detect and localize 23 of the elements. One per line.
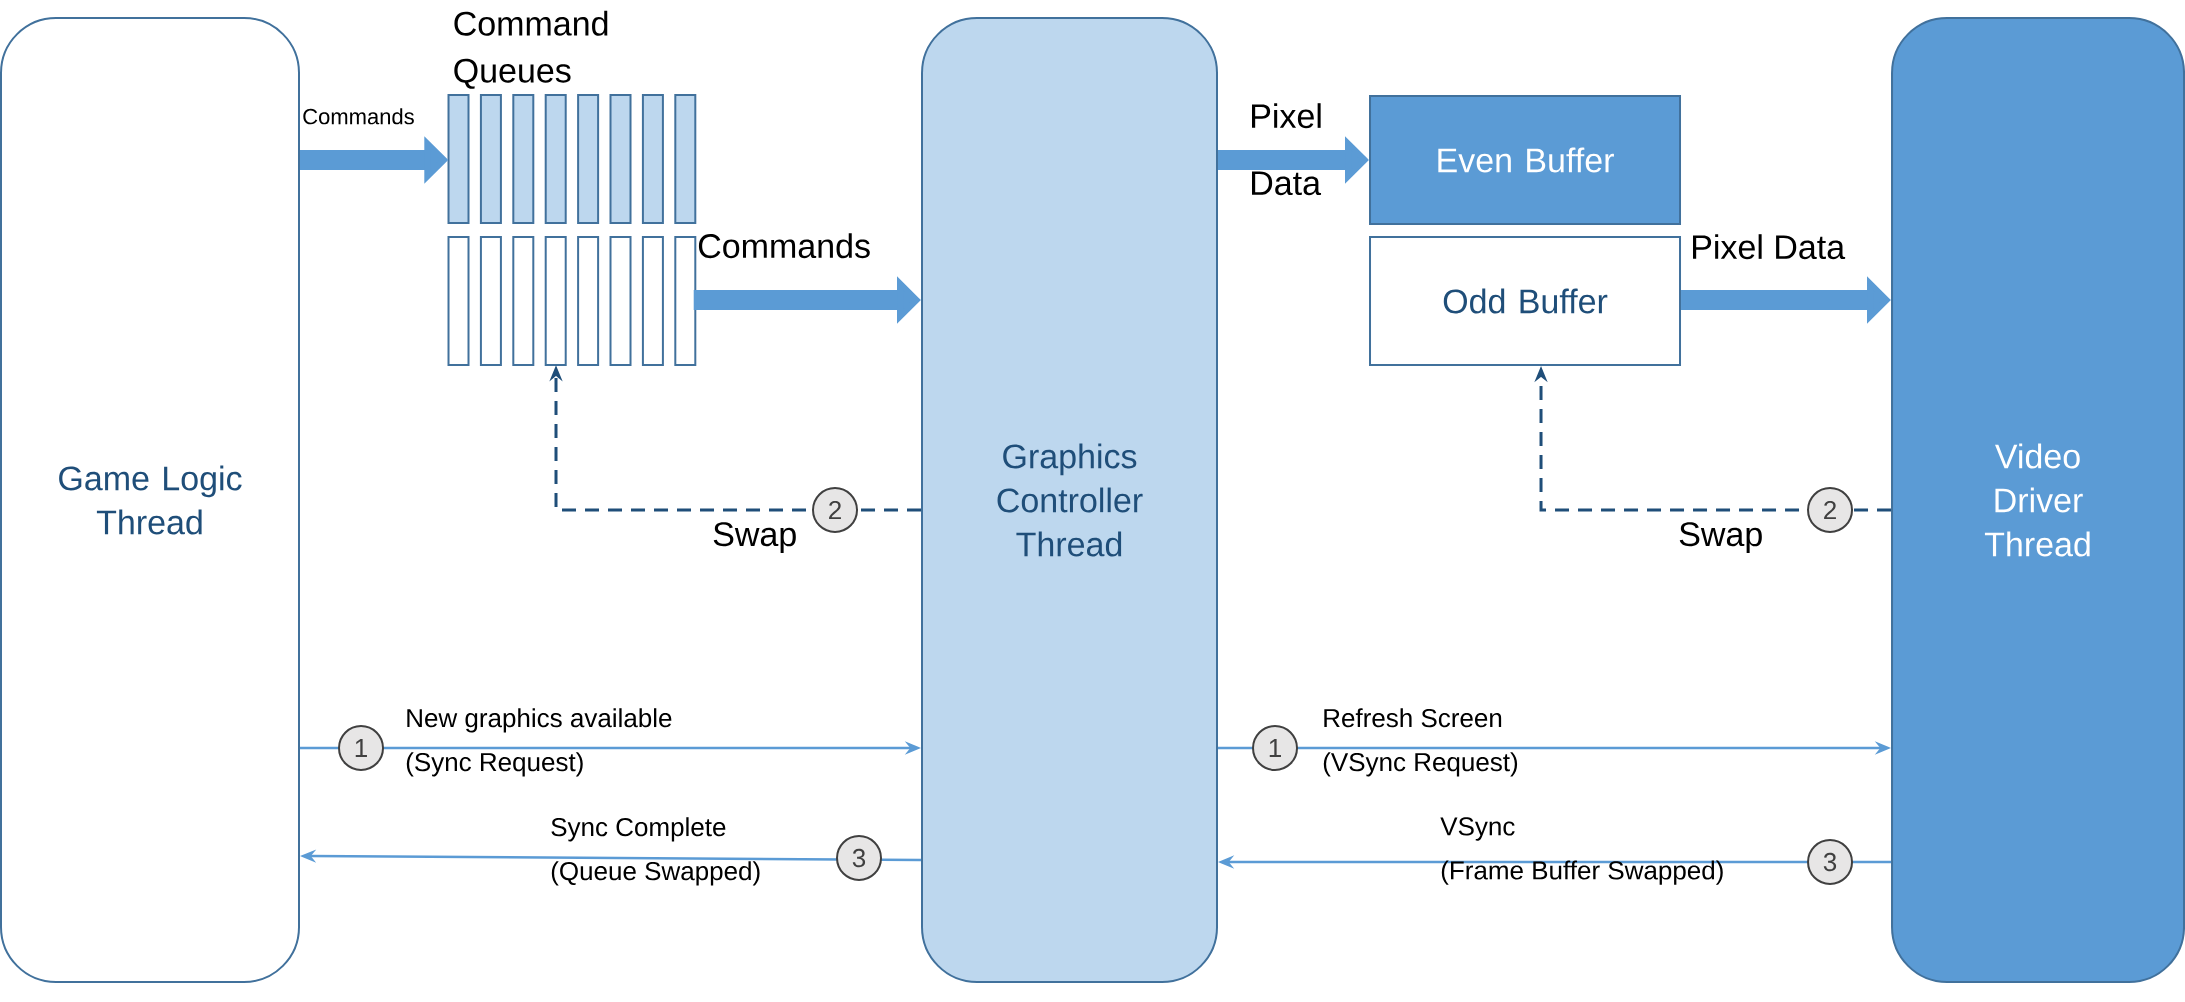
edge-label: Pixel Data (1252, 103, 1322, 196)
step-number: 1 (1252, 725, 1298, 771)
edge-label: Commands (303, 108, 414, 125)
step-number: 2 (812, 487, 858, 533)
edge-label: Swap (713, 522, 796, 553)
step-number: 3 (836, 835, 882, 881)
edge-label: VSync (Frame Buffer Swapped) (1440, 817, 1723, 885)
edge-label: New graphics available (Sync Request) (406, 708, 672, 777)
buffer-box: Even Buffer (1369, 95, 1681, 225)
edge-label: Pixel Data (1693, 234, 1846, 260)
edge-label: Commands (698, 233, 870, 259)
step-number: 1 (338, 725, 384, 771)
thread-box: Graphics Controller Thread (921, 17, 1218, 983)
thread-box: Game Logic Thread (0, 17, 300, 983)
edge-label: Swap (1679, 522, 1762, 553)
step-number: 2 (1807, 487, 1853, 533)
queue-slots-drawing (447, 236, 697, 366)
thread-box: Video Driver Thread (1891, 17, 2185, 983)
step-number: 3 (1807, 839, 1853, 885)
edge-label: Refresh Screen (VSync Request) (1323, 708, 1518, 777)
queue-heading: Command Queues (454, 10, 608, 89)
edge-label: Sync Complete (Queue Swapped) (551, 817, 760, 886)
buffer-box: Odd Buffer (1369, 236, 1681, 366)
